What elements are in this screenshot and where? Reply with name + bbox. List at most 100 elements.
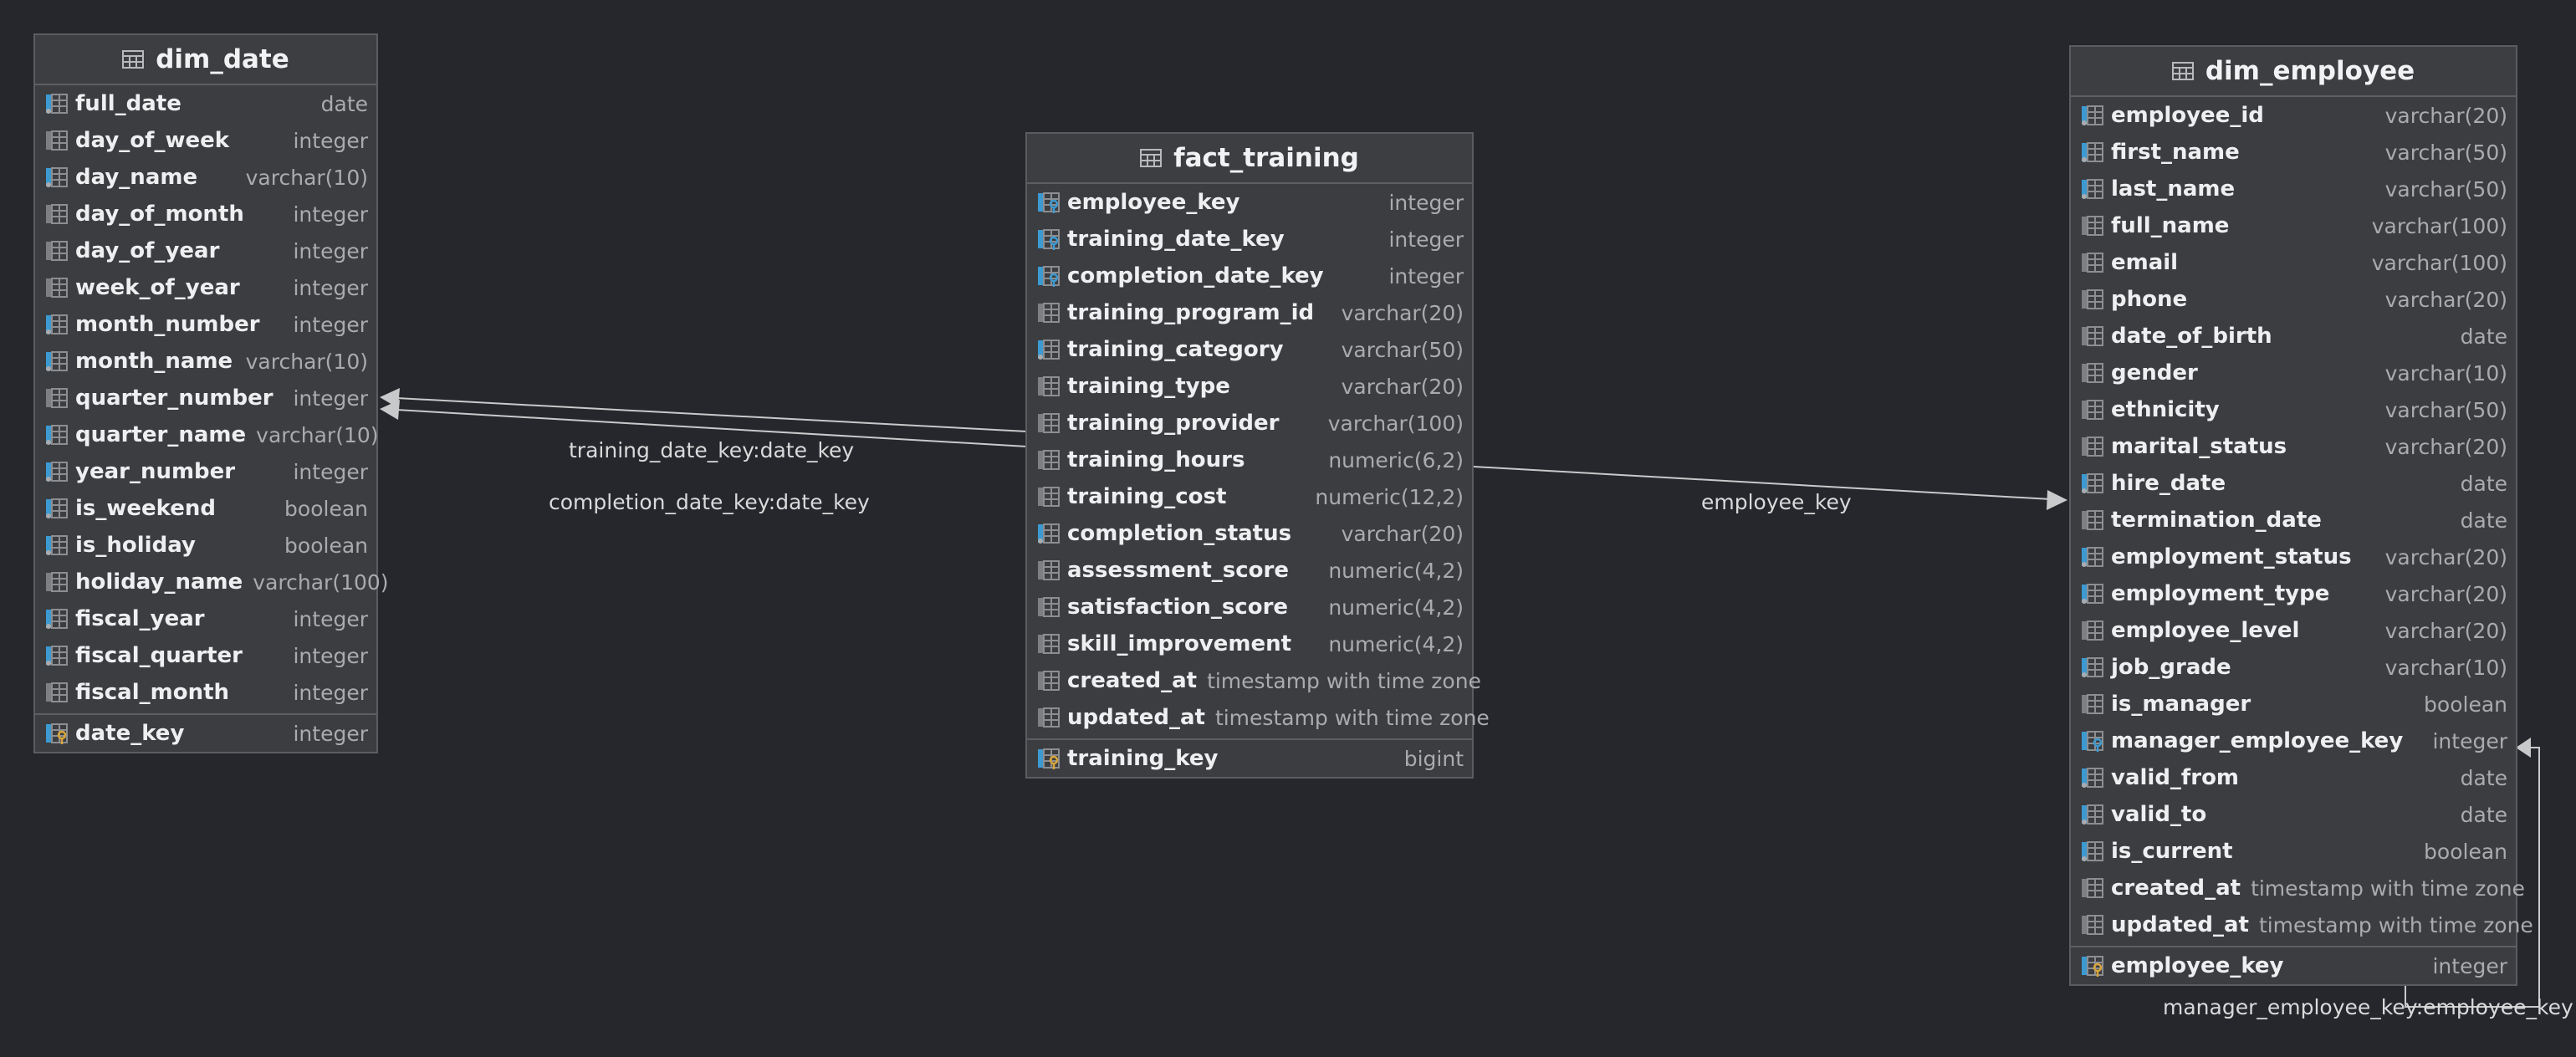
training-date-link[interactable] (396, 397, 1028, 432)
dim-employee-header[interactable]: dim_employee (2071, 47, 2516, 97)
foreign-key-icon (1035, 227, 1061, 251)
column-icon (1035, 301, 1061, 324)
column-name: is_manager (2111, 692, 2251, 717)
indexed-column-icon (43, 423, 69, 447)
column-icon (2079, 913, 2104, 937)
column-name: job_grade (2111, 655, 2231, 680)
primary-key-icon (1035, 747, 1061, 770)
column-type: varchar(20) (1341, 374, 1464, 399)
table-title: dim_employee (2205, 56, 2415, 86)
column-icon (1035, 669, 1061, 692)
manager-self-link[interactable] (2405, 747, 2540, 1008)
column-type: numeric(12,2) (1315, 484, 1464, 509)
indexed-column-icon (43, 166, 69, 189)
column-row[interactable]: employee_key integer (1027, 184, 1472, 221)
indexed-column-icon (43, 350, 69, 373)
column-name: satisfaction_score (1067, 595, 1289, 620)
column-type: numeric(4,2) (1328, 595, 1464, 620)
column-name: gender (2111, 360, 2198, 386)
column-type: integer (1388, 190, 1464, 215)
fact-training-header[interactable]: fact_training (1027, 134, 1472, 184)
column-name: valid_from (2111, 765, 2240, 790)
column-name: fiscal_year (75, 606, 205, 631)
column-type: boolean (284, 496, 368, 521)
dim-date-header[interactable]: dim_date (35, 35, 376, 85)
column-name: employee_key (1067, 190, 1240, 215)
key-separator (35, 713, 376, 715)
employee-link[interactable] (1473, 466, 2052, 500)
column-name: manager_employee_key (2111, 728, 2404, 753)
column-row[interactable]: satisfaction_score numeric(4,2) (1027, 589, 1472, 626)
column-type: date (2460, 324, 2507, 349)
column-icon (1035, 375, 1061, 398)
completion-date-arrowhead (380, 400, 400, 420)
completion-date-link[interactable] (396, 409, 1028, 447)
column-icon (1035, 632, 1061, 656)
column-name: created_at (1067, 668, 1198, 693)
column-type: numeric(4,2) (1328, 558, 1464, 583)
fact-training-table[interactable]: fact_training employee_key integer trainin… (1025, 132, 1490, 779)
column-type: varchar(10) (245, 349, 368, 374)
